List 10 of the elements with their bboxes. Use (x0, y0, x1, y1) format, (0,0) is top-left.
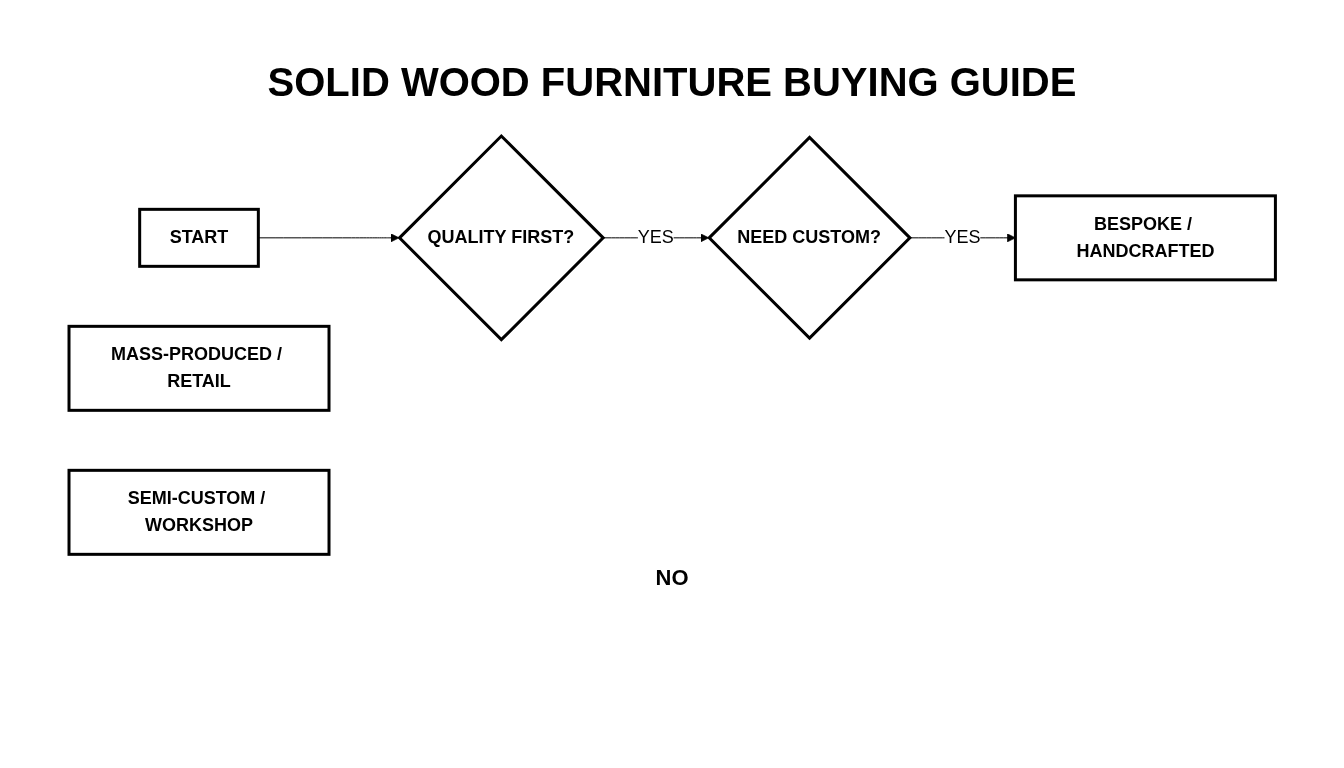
node-box: SEMI-CUSTOM / WORKSHOP (67, 468, 331, 556)
node-box: MASS-PRODUCED / RETAIL (67, 324, 331, 412)
diagram-title: SOLID WOOD FURNITURE BUYING GUIDE (266, 60, 1078, 105)
note-text: NO (655, 565, 689, 590)
node-diamond: NEED CUSTOM? (706, 135, 912, 341)
node-box: BESPOKE / HANDCRAFTED (1013, 194, 1277, 282)
edge-label: YES (944, 227, 981, 248)
edge-label: YES (637, 227, 674, 248)
node-box: START (137, 207, 260, 268)
node-diamond: QUALITY FIRST? (397, 133, 606, 342)
